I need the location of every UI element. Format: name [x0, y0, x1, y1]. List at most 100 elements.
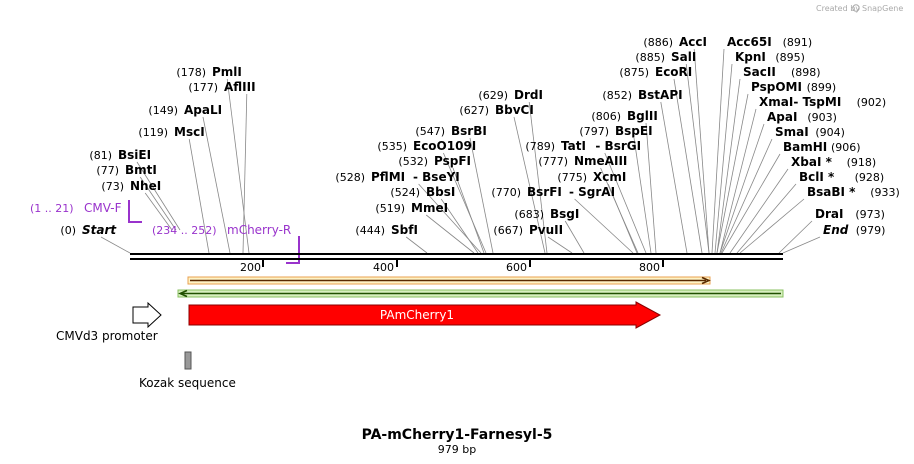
site-bsgi-line — [564, 220, 585, 254]
site-end[interactable]: End(979) — [823, 223, 885, 237]
orf-reverse-arrow[interactable] — [177, 289, 784, 298]
site-bbsi-position: (524) — [390, 186, 420, 199]
site-apai-position: (903) — [807, 111, 837, 124]
site-smai[interactable]: SmaI (904) — [775, 125, 845, 139]
site-ecoo109i-position: (535) — [377, 140, 407, 153]
site-bsgi[interactable]: BsgI (683) — [514, 207, 579, 221]
site-nmeaiii[interactable]: NmeAIII(777) — [538, 154, 627, 168]
site-mmei-name: MmeI — [411, 201, 448, 215]
site-bsgi-position: (683) — [514, 208, 544, 221]
primer-mcherry-r-name: mCherry-R — [227, 223, 291, 237]
site-mmei[interactable]: MmeI(519) — [375, 201, 448, 215]
site-xmai-name2: - TspMI — [793, 95, 841, 109]
ruler: 200 400 600 800 — [240, 258, 664, 274]
site-bbvci-name: BbvCI — [495, 103, 534, 117]
site-bglii[interactable]: BglII(806) — [591, 109, 657, 123]
site-bamhi[interactable]: BamHI(906) — [783, 140, 861, 154]
site-bsrbi-name: BsrBI — [451, 124, 487, 138]
site-connector-lines — [100, 48, 821, 254]
site-bmti-position: (77) — [96, 164, 119, 177]
site-xcmi-name: XcmI — [593, 170, 626, 184]
kozak-box — [184, 351, 192, 370]
site-sbfi-line — [405, 236, 428, 254]
site-xmai-position: (902) — [857, 96, 887, 109]
site-apai-line — [719, 123, 765, 254]
site-bstapi-position: (852) — [602, 89, 632, 102]
site-bbvci[interactable]: BbvCI (627) — [459, 103, 533, 117]
site-msci[interactable]: MscI(119) — [138, 125, 204, 139]
site-bsabi[interactable]: BsaBI *(933) — [807, 185, 900, 199]
site-pspfi[interactable]: PspFI(532) — [398, 154, 471, 168]
feature-cmvd3-promoter[interactable]: CMVd3 promoter — [56, 301, 162, 343]
site-sbfi[interactable]: SbfI(444) — [355, 223, 418, 237]
site-acci[interactable]: AccI(886) — [643, 35, 707, 49]
site-tati[interactable]: TatI- BsrGI(789) — [525, 139, 641, 153]
site-acci-name: AccI — [679, 35, 707, 49]
site-bbvci-position: (627) — [459, 104, 489, 117]
site-apali-position: (149) — [148, 104, 178, 117]
site-start[interactable]: Start(0) — [60, 223, 117, 237]
site-bcli-line — [736, 183, 797, 254]
site-drai-position: (973) — [855, 208, 885, 221]
orf-forward-arrow[interactable] — [187, 276, 711, 285]
ruler-label-600: 600 — [506, 261, 527, 274]
site-bmti-name: BmtI — [125, 163, 157, 177]
site-sali-position: (885) — [635, 51, 665, 64]
site-pmli[interactable]: PmlI(178) — [176, 65, 241, 79]
site-bsabi-line — [739, 198, 805, 254]
site-bcli[interactable]: BclI *(928) — [799, 170, 884, 184]
site-acc65i-position: (891) — [783, 36, 813, 49]
site-drdi[interactable]: DrdI(629) — [478, 88, 543, 102]
site-bstapi[interactable]: BstAPI(852) — [602, 88, 682, 102]
site-pmli-position: (178) — [176, 66, 206, 79]
site-bspei[interactable]: BspEI(797) — [579, 124, 652, 138]
site-bbsi-line — [440, 198, 479, 254]
site-bbsi-name: BbsI — [426, 185, 455, 199]
site-ecoo109i[interactable]: EcoO109I(535) — [377, 139, 476, 153]
site-smai-name: SmaI — [775, 125, 809, 139]
site-bamhi-line — [721, 153, 781, 254]
site-acci-line — [693, 48, 710, 254]
site-bmti[interactable]: BmtI (77) — [96, 163, 156, 177]
site-pflmi[interactable]: PflMI- BseYI(528) — [335, 170, 459, 184]
site-xmai[interactable]: XmaI- TspMI(902) — [759, 95, 886, 109]
site-bsrfi[interactable]: BsrFI- SgrAI(770) — [491, 185, 615, 199]
site-sacii-position: (898) — [791, 66, 821, 79]
site-pspomi[interactable]: PspOMI(899) — [751, 80, 836, 94]
site-bglii-position: (806) — [591, 110, 621, 123]
site-pflmi-name2: - BseYI — [413, 170, 460, 184]
site-xbai[interactable]: XbaI *(918) — [791, 155, 876, 169]
primer-mcherry-r[interactable]: (234 .. 252) mCherry-R — [152, 223, 300, 264]
site-nhei[interactable]: NheI(73) — [101, 179, 161, 193]
site-pflmi-position: (528) — [335, 171, 365, 184]
feature-kozak-sequence[interactable]: Kozak sequence — [139, 351, 236, 390]
site-bsrbi-line — [469, 137, 494, 254]
site-bsiei-name: BsiEI — [118, 148, 151, 162]
site-bsgi-name: BsgI — [550, 207, 579, 221]
site-sacii[interactable]: SacII (898) — [743, 65, 821, 79]
site-sali-line — [685, 63, 710, 254]
site-afliii[interactable]: AflIII(177) — [188, 80, 255, 94]
site-drdi-name: DrdI — [514, 88, 543, 102]
site-sali[interactable]: SalI(885) — [635, 50, 696, 64]
feature-pamcherry1[interactable]: PAmCherry1 — [188, 301, 662, 329]
site-apai[interactable]: ApaI (903) — [767, 110, 837, 124]
site-bsrbi[interactable]: BsrBI(547) — [415, 124, 486, 138]
site-bbsi[interactable]: BbsI (524) — [390, 185, 455, 199]
watermark-created-by: Created by — [816, 4, 860, 13]
site-acc65i[interactable]: Acc65I(891) — [727, 35, 812, 49]
site-pvuii[interactable]: PvuII(667) — [493, 223, 563, 237]
primer-cmv-f[interactable]: (1 .. 21) CMV-F — [30, 200, 142, 223]
site-kpni[interactable]: KpnI(895) — [735, 50, 805, 64]
site-apali[interactable]: ApaLI(149) — [148, 103, 222, 117]
site-smai-position: (904) — [815, 126, 845, 139]
site-bglii-line — [645, 122, 657, 254]
feature-cmvd3-promoter-label: CMVd3 promoter — [56, 329, 158, 343]
site-ecori[interactable]: EcoRI(875) — [619, 65, 692, 79]
site-sacii-name: SacII — [743, 65, 776, 79]
site-xcmi[interactable]: XcmI(775) — [557, 170, 626, 184]
site-drai[interactable]: DraI (973) — [815, 207, 885, 221]
site-apai-name: ApaI — [767, 110, 797, 124]
site-drai-name: DraI — [815, 207, 843, 221]
site-bsiei[interactable]: BsiEI(81) — [89, 148, 151, 162]
